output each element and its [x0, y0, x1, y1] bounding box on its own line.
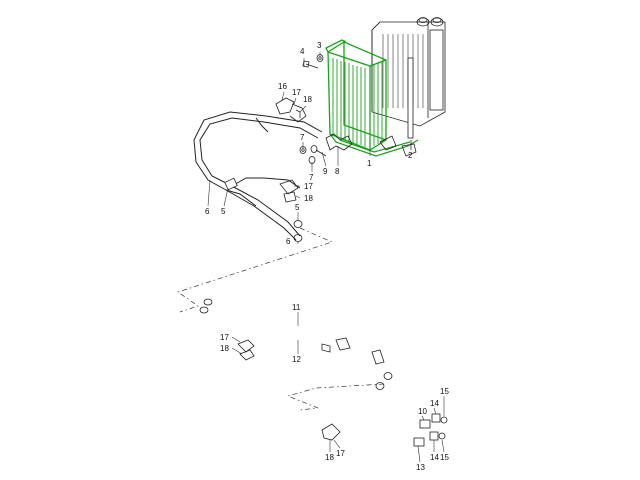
callout-17: 17: [292, 88, 301, 97]
clip-8: [325, 133, 353, 151]
callout-15: 15: [440, 387, 449, 396]
callout-2: 2: [408, 151, 413, 160]
bolt-9: [310, 145, 327, 157]
callout-5: 5: [221, 207, 226, 216]
section-outline-lower: [286, 383, 385, 411]
callout-16: 16: [278, 82, 287, 91]
callout-9: 9: [323, 167, 328, 176]
callout-1: 1: [367, 159, 372, 168]
callout-10: 10: [418, 407, 427, 416]
mounting-rod: [407, 57, 414, 150]
callout-17: 17: [220, 333, 229, 342]
bolt-4: [302, 60, 319, 69]
callout-17: 17: [304, 182, 313, 191]
callout-7: 7: [300, 133, 305, 142]
callout-labels: 4 3 16 17 18 2 7 9 8 1 7 17 18 6 5 5 6 1…: [205, 41, 449, 472]
callout-5: 5: [295, 203, 300, 212]
callout-8: 8: [335, 167, 340, 176]
oil-line-12: [203, 308, 386, 386]
callout-7: 7: [309, 173, 314, 182]
heat-exchanger-housing: [371, 17, 446, 127]
fitting-right: [379, 135, 417, 157]
callout-3: 3: [317, 41, 322, 50]
callout-18: 18: [304, 194, 313, 203]
callout-18: 18: [303, 95, 312, 104]
callout-6: 6: [205, 207, 210, 216]
callout-13: 13: [416, 463, 425, 472]
section-outline: [177, 227, 333, 313]
clamp-17-18-bottom: [321, 423, 341, 441]
oil-line-lower: [313, 394, 433, 446]
callout-11: 11: [292, 303, 301, 312]
callout-4: 4: [300, 47, 305, 56]
callout-12: 12: [292, 355, 301, 364]
oil-cooler-highlighted[interactable]: [325, 39, 419, 157]
callout-15: 15: [440, 453, 449, 462]
clamp-17-18-left: [237, 339, 255, 361]
callout-6: 6: [286, 237, 291, 246]
fitting-5-upper: [224, 177, 238, 191]
callout-14: 14: [430, 453, 439, 462]
oil-line-6-upper: [193, 111, 323, 241]
fitting-5-6-lower: [293, 220, 303, 242]
callout-18: 18: [220, 344, 229, 353]
line-11-12-connectors: [199, 298, 393, 390]
callout-18: 18: [325, 453, 334, 462]
callout-14: 14: [430, 399, 439, 408]
oil-line-11: [205, 298, 396, 377]
oil-line-5-upper: [225, 177, 301, 207]
clamp-17-18-mid: [279, 179, 299, 203]
callout-17: 17: [336, 449, 345, 458]
leader-lines: [207, 52, 445, 463]
